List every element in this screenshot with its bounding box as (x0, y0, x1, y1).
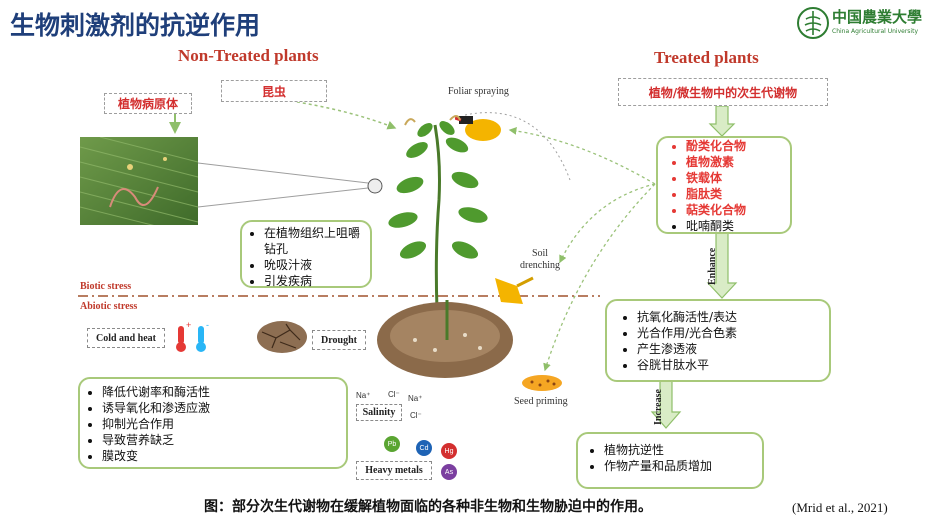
soil-drenching-label: Soil drenching (520, 248, 560, 271)
metabolite-item: 铁载体 (686, 170, 790, 186)
enhance-label: Enhance (707, 247, 718, 285)
soil-image (377, 300, 513, 378)
logo-english-name: China Agricultural University (832, 28, 919, 35)
abiotic-effect-item: 膜改变 (102, 448, 346, 464)
enhance-effect-item: 光合作用/光合色素 (637, 325, 829, 341)
pathogen-label: 植物病原体 (104, 93, 192, 114)
metabolite-item: 萜类化合物 (686, 202, 790, 218)
abiotic-stress-label: Abiotic stress (80, 301, 138, 312)
svg-text:-: - (206, 320, 209, 330)
enhance-effect-item: 产生渗透液 (637, 341, 829, 357)
secondary-metabolites-label: 植物/微生物中的次生代谢物 (618, 78, 828, 106)
cracked-earth-icon (257, 321, 307, 353)
increase-effect-item: 植物抗逆性 (604, 442, 762, 458)
enhance-effect-item: 谷胱甘肽水平 (637, 357, 829, 373)
salinity-label: Salinity (356, 404, 402, 421)
abiotic-effect-item: 导致营养缺乏 (102, 432, 346, 448)
metabolite-item: 植物激素 (686, 154, 790, 170)
insect-effect-item: 吮吸汁液 (264, 257, 370, 273)
foliar-spraying-label: Foliar spraying (448, 86, 509, 97)
thermometer-icon: + - (176, 320, 209, 352)
treated-header: Treated plants (654, 48, 759, 67)
metabolite-item: 吡喃酮类 (686, 218, 790, 234)
insect-effect-item: 引发疾病 (264, 273, 370, 289)
seed-priming-label: Seed priming (514, 396, 568, 407)
abiotic-effect-item: 抑制光合作用 (102, 416, 346, 432)
insect-effects-box: 在植物组织上咀嚼钻孔 吮吸汁液 引发疾病 (240, 220, 372, 288)
cadmium-icon: Cd (416, 440, 432, 456)
abiotic-effect-item: 诱导氧化和渗透应激 (102, 400, 346, 416)
abiotic-effects-box: 降低代谢率和酶活性 诱导氧化和渗透应激 抑制光合作用 导致营养缺乏 膜改变 (78, 377, 348, 469)
figure-caption: 图：部分次生代谢物在缓解植物面临的各种非生物和生物胁迫中的作用。 (204, 499, 652, 515)
infected-leaf-image (80, 137, 198, 225)
arsenic-icon: As (441, 464, 457, 480)
metabolite-item: 酚类化合物 (686, 138, 790, 154)
chloride-ion: Cl⁻ (410, 411, 422, 420)
increase-effects-box: 植物抗逆性 作物产量和品质增加 (576, 432, 764, 489)
sodium-ion: Na⁺ (408, 394, 423, 403)
university-logo-icon (797, 7, 829, 39)
non-treated-header: Non-Treated plants (178, 46, 319, 65)
logo-chinese-name: 中国農業大學 (832, 8, 923, 26)
sodium-ion: Na⁺ (356, 391, 371, 400)
insect-label: 昆虫 (221, 80, 327, 102)
heavy-metals-label: Heavy metals (356, 461, 432, 480)
svg-text:+: + (186, 320, 191, 330)
metabolite-item: 脂肽类 (686, 186, 790, 202)
chloride-ion: Cl⁻ (388, 390, 400, 399)
insect-effect-item: 在植物组织上咀嚼钻孔 (264, 225, 370, 257)
plant-image (367, 115, 488, 311)
watering-can-icon (495, 276, 534, 304)
enhance-effect-item: 抗氧化酶活性/表达 (637, 309, 829, 325)
metabolites-box: 酚类化合物 植物激素 铁载体 脂肽类 萜类化合物 吡喃酮类 (656, 136, 792, 234)
increase-effect-item: 作物产量和品质增加 (604, 458, 762, 474)
mercury-icon: Hg (441, 443, 457, 459)
page-title: 生物刺激剂的抗逆作用 (10, 11, 261, 40)
citation: (Mrid et al., 2021) (792, 500, 888, 515)
enhance-effects-box: 抗氧化酶活性/表达 光合作用/光合色素 产生渗透液 谷胱甘肽水平 (605, 299, 831, 382)
lead-icon: Pb (384, 436, 400, 452)
cold-heat-label: Cold and heat (87, 328, 165, 348)
increase-label: Increase (653, 389, 664, 425)
seed-icon (522, 375, 562, 391)
biotic-stress-label: Biotic stress (80, 281, 132, 292)
drought-label: Drought (312, 330, 366, 350)
abiotic-effect-item: 降低代谢率和酶活性 (102, 384, 346, 400)
